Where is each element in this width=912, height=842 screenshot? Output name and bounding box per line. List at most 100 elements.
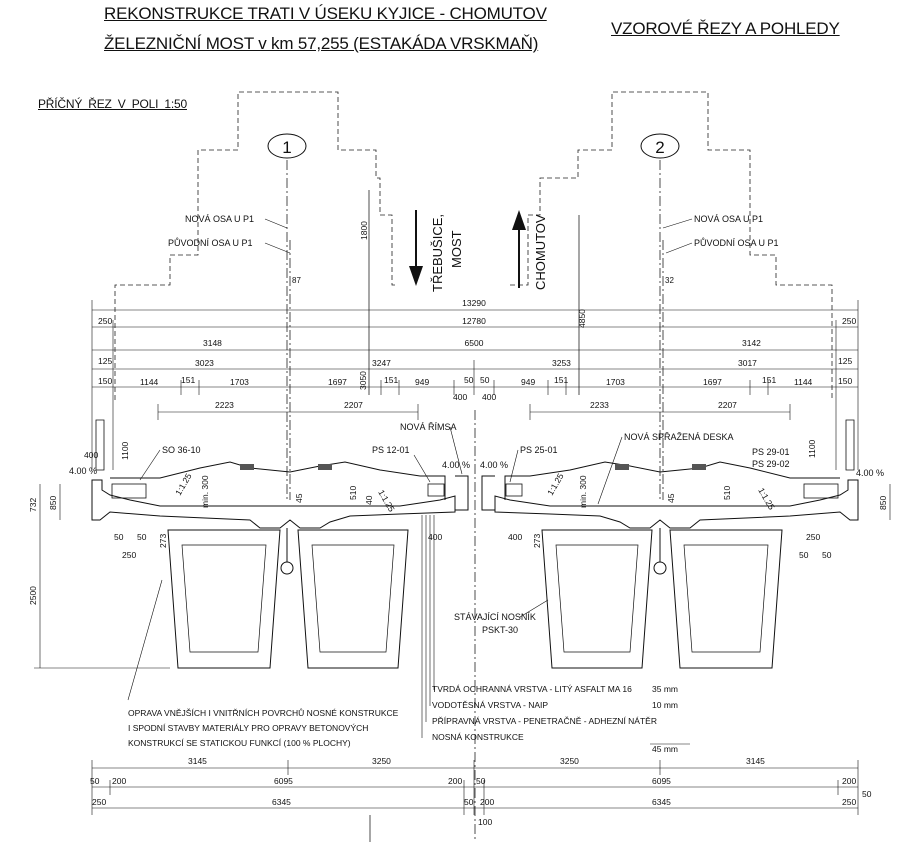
direction-arrows: TŘEBUŠICE, MOST CHOMUTOV [409, 210, 548, 292]
dim-6095-left: 6095 [274, 776, 293, 786]
dim-125-left: 125 [98, 356, 112, 366]
dim-2233: 2233 [590, 400, 609, 410]
note-repair-2: I SPODNÍ STAVBY MATERIÁLY PRO OPRAVY BET… [128, 723, 368, 733]
section-title: PŘÍČNÝ ŘEZ V POLI 1:50 [38, 97, 187, 111]
ballast-sleepers [240, 464, 706, 470]
callout-ps2901: PS 29-01 [752, 447, 790, 457]
track-axis-2 [659, 160, 664, 500]
dim-50-b: 50 [480, 375, 490, 385]
dim-1144-left: 1144 [140, 377, 159, 387]
track-number-2: 2 [655, 138, 664, 157]
dim-949-right: 949 [521, 377, 535, 387]
structure-dimension-values: 732 850 850 2500 273 273 510 510 45 45 4… [28, 450, 888, 605]
dim-b200-m2: 200 [480, 797, 494, 807]
callout-ps1201: PS 12-01 [372, 445, 410, 455]
dim-3148: 3148 [203, 338, 222, 348]
callout-nosnik-2: PSKT-30 [482, 625, 518, 635]
note-layer-1-thickness: 35 mm [652, 684, 678, 694]
callout-nosnik-1: STÁVAJÍCÍ NOSNÍK [454, 612, 536, 622]
dim-1703-right: 1703 [606, 377, 625, 387]
deck-left [91, 419, 456, 529]
direction-chomutov: CHOMUTOV [533, 214, 548, 290]
track-bubble-2: 2 [640, 133, 680, 159]
dim-2207-right: 2207 [718, 400, 737, 410]
dim-3250-left: 3250 [372, 756, 391, 766]
callout-nova-deska: NOVÁ SPŘAŽENÁ DESKA [624, 432, 734, 442]
slope-right: 4.00 % [856, 468, 884, 478]
dim-400-small: 400 [84, 450, 98, 460]
slope-left: 4.00 % [69, 466, 97, 476]
dim-6095-right: 6095 [652, 776, 671, 786]
axis-offset-1: 87 [292, 276, 301, 285]
orig-axis-label-2: PŮVODNÍ OSA U P1 [694, 237, 779, 248]
dim-150-left: 150 [98, 376, 112, 386]
dim-400-right: 400 [482, 392, 496, 402]
note-layer-1: TVRDÁ OCHRANNÁ VRSTVA - LITÝ ASFALT MA 1… [432, 684, 632, 694]
callout-so3610: SO 36-10 [162, 445, 201, 455]
orig-axis-label-1: PŮVODNÍ OSA U P1 [168, 237, 253, 248]
dim-b250-l: 250 [92, 797, 106, 807]
dim-510-right: 510 [722, 486, 732, 500]
dim-3023: 3023 [195, 358, 214, 368]
slope-mid-left: 4.00 % [442, 460, 470, 470]
dim-b200-m: 200 [448, 776, 462, 786]
new-axis-label-2: NOVÁ OSA U P1 [694, 214, 763, 224]
top-dimension-chains [91, 300, 859, 470]
dim-1703-left: 1703 [230, 377, 249, 387]
dim-6345-right: 6345 [652, 797, 671, 807]
slope-mid-right: 4.00 % [480, 460, 508, 470]
dim-min300-left: min. 300 [200, 475, 210, 508]
dim-6345-left: 6345 [272, 797, 291, 807]
dim-b200-r: 200 [842, 776, 856, 786]
direction-trebusice: TŘEBUŠICE, [430, 214, 445, 292]
dim-b250-r: 250 [842, 797, 856, 807]
box-girders [167, 528, 783, 669]
callout-ps2501: PS 25-01 [520, 445, 558, 455]
axis-offset-2: 32 [665, 276, 674, 285]
track-number-1: 1 [282, 138, 291, 157]
top-dimension-values: 13290 12780 250 250 3148 6500 3142 125 1… [98, 221, 856, 460]
note-repair-1: OPRAVA VNĚJŠÍCH I VNITŘNÍCH POVRCHŮ NOSN… [128, 707, 399, 718]
dim-b100: 100 [478, 817, 492, 827]
dim-6500: 6500 [465, 338, 484, 348]
dim-1800: 1800 [359, 221, 369, 240]
dim-510-left: 510 [348, 486, 358, 500]
note-repair-3: KONSTRUKCÍ SE STATICKOU FUNKCÍ (100 % PL… [128, 738, 351, 748]
dim-50-l1: 50 [114, 532, 124, 542]
dim-50-r1: 50 [799, 550, 809, 560]
dim-b50-r: 50 [862, 789, 872, 799]
dim-1697-left: 1697 [328, 377, 347, 387]
dim-273-left: 273 [158, 534, 168, 548]
dim-850-left: 850 [48, 496, 58, 510]
dim-b50-l: 50 [90, 776, 100, 786]
bottom-dimension-chains [91, 760, 859, 815]
dim-273-right: 273 [532, 534, 542, 548]
direction-most: MOST [449, 230, 464, 268]
dim-4850: 4850 [577, 309, 587, 328]
note-layer-4: NOSNÁ KONSTRUKCE [432, 732, 524, 742]
central-joint [455, 475, 495, 511]
dim-50-r2: 50 [822, 550, 832, 560]
dim-3050: 3050 [358, 371, 368, 390]
dim-400-deck-right: 400 [508, 532, 522, 542]
dim-3247: 3247 [372, 358, 391, 368]
deck-right [494, 419, 859, 529]
track-bubble-1: 1 [267, 133, 307, 159]
dim-45-left: 45 [294, 493, 304, 503]
note-layer-2-thickness: 10 mm [652, 700, 678, 710]
title-line-2: ŽELEZNIČNÍ MOST v km 57,255 (ESTAKÁDA VR… [104, 34, 539, 53]
dim-151-d: 151 [762, 375, 776, 385]
dim-50-a: 50 [464, 375, 474, 385]
dim-250-right: 250 [842, 316, 856, 326]
dim-13290: 13290 [462, 298, 486, 308]
dim-250-l: 250 [122, 550, 136, 560]
dim-1144-right: 1144 [794, 377, 813, 387]
slope-ratio-4: 1:1.25 [756, 486, 777, 512]
new-axis-label-1: NOVÁ OSA U P1 [185, 214, 254, 224]
note-layer-2: VODOTĚSNÁ VRSTVA - NAIP [432, 700, 548, 710]
dim-250-left: 250 [98, 316, 112, 326]
dim-1697-right: 1697 [703, 377, 722, 387]
dim-151-c: 151 [554, 375, 568, 385]
